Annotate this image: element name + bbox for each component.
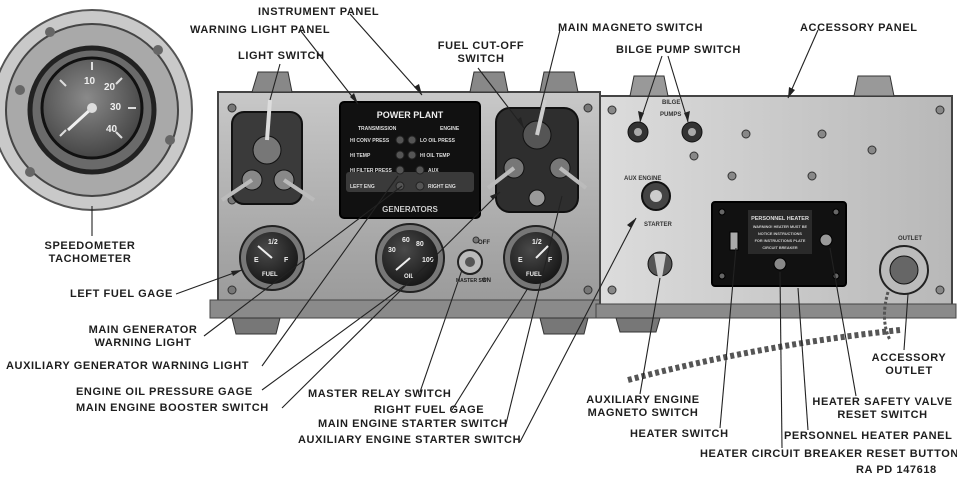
personnel-heater-panel: PERSONNEL HEATER WARNING! HEATER MUST BE…	[711, 201, 847, 287]
label-accessory-panel: ACCESSORY PANEL	[800, 22, 918, 34]
label-heater-safety-line-1: HEATER SAFETY VALVE	[812, 396, 953, 408]
label-fuel-cutoff-switch: FUEL CUT-OFF SWITCH	[436, 40, 526, 66]
label-fuel-cutoff-line-2: SWITCH	[457, 53, 505, 65]
outlet-text: OUTLET	[898, 236, 922, 242]
label-heater-switch: HEATER SWITCH	[630, 428, 729, 440]
speedo-scale-30: 30	[110, 102, 122, 113]
label-left-fuel-gage: LEFT FUEL GAGE	[70, 288, 173, 300]
label-fuel-cutoff-line-1: FUEL CUT-OFF	[437, 40, 525, 52]
label-accessory-outlet: ACCESSORY OUTLET	[866, 352, 952, 378]
label-accessory-outlet-line-2: OUTLET	[885, 365, 933, 377]
right-fuel-f: F	[548, 257, 553, 264]
right-fuel-half: 1/2	[532, 239, 542, 246]
heater-panel-line-3: FOR INSTRUCTIONS PLATE	[755, 239, 806, 243]
label-main-generator-warning-light: MAIN GENERATOR WARNING LIGHT	[82, 324, 204, 350]
right-fuel-unit: FUEL	[526, 272, 542, 278]
leader-lines	[91, 13, 909, 449]
master-relay-master: MASTER SW	[456, 278, 487, 284]
light-switch-assembly	[220, 99, 316, 205]
label-bilge-pump-switch: BILGE PUMP SWITCH	[616, 44, 741, 56]
right-fuel-e: E	[518, 257, 523, 264]
label-main-engine-booster-switch: MAIN ENGINE BOOSTER SWITCH	[76, 402, 269, 414]
magneto-switch-assembly	[486, 99, 588, 213]
label-speedometer-line-1: SPEEDOMETER	[44, 240, 136, 252]
oil-scale-60: 60	[402, 237, 410, 244]
label-speedometer-tachometer: SPEEDOMETER TACHOMETER	[30, 240, 150, 266]
oil-scale-30: 30	[388, 247, 396, 254]
speedo-scale-20: 20	[104, 82, 116, 93]
speedo-scale-40: 40	[106, 124, 118, 135]
label-light-switch: LIGHT SWITCH	[238, 50, 325, 62]
left-fuel-e: E	[254, 257, 259, 264]
speedo-scale-10: 10	[84, 76, 96, 87]
label-master-relay-switch: MASTER RELAY SWITCH	[308, 388, 452, 400]
label-heater-circuit-breaker-reset-button: HEATER CIRCUIT BREAKER RESET BUTTON	[700, 448, 957, 460]
warning-row-4-right: RIGHT ENG	[428, 184, 456, 190]
engine-oil-pressure-gage-dial: 30 60 80 100 OIL	[375, 223, 445, 293]
warning-row-1-right: LO OIL PRESS	[420, 138, 456, 144]
label-main-engine-starter-switch: MAIN ENGINE STARTER SWITCH	[318, 418, 508, 430]
heater-panel-line-2: NOTICE INSTRUCTIONS	[758, 232, 802, 236]
accessory-outlet-fixture	[879, 245, 929, 341]
left-fuel-gage: E 1/2 F FUEL	[239, 225, 305, 291]
label-warning-light-panel: WARNING LIGHT PANEL	[190, 24, 331, 36]
label-personnel-heater-panel: PERSONNEL HEATER PANEL	[784, 430, 953, 442]
starter-text: STARTER	[644, 222, 673, 228]
label-main-generator-line-1: MAIN GENERATOR	[88, 324, 198, 336]
label-main-magneto-switch: MAIN MAGNETO SWITCH	[558, 22, 704, 34]
bilge-text: BILGE	[662, 100, 680, 106]
warning-panel-footer: GENERATORS	[382, 205, 438, 214]
label-instrument-panel: INSTRUMENT PANEL	[258, 6, 380, 18]
master-relay-on: ON	[482, 278, 491, 284]
master-relay-off: OFF	[478, 240, 490, 246]
label-auxiliary-generator-warning-light: AUXILIARY GENERATOR WARNING LIGHT	[6, 360, 250, 372]
warning-row-2-right: HI OIL TEMP	[420, 153, 451, 159]
right-fuel-gage-dial: E 1/2 F FUEL	[503, 225, 569, 291]
heater-panel-title: PERSONNEL HEATER	[751, 216, 809, 222]
label-accessory-outlet-line-1: ACCESSORY	[871, 352, 947, 364]
label-heater-safety-valve-reset-switch: HEATER SAFETY VALVE RESET SWITCH	[810, 396, 955, 422]
label-right-fuel-gage: RIGHT FUEL GAGE	[374, 404, 485, 416]
aux-engine-magneto-switch-knob	[641, 181, 673, 278]
left-fuel-unit: FUEL	[262, 272, 278, 278]
pumps-text: PUMPS	[660, 112, 681, 118]
braided-cable	[627, 327, 901, 383]
warning-panel-title: POWER PLANT	[377, 110, 444, 120]
warning-row-1-left: HI CONV PRESS	[350, 138, 390, 144]
reference-number: RA PD 147618	[856, 464, 937, 476]
speedometer-tachometer-gauge: 10 20 30 40	[0, 9, 193, 211]
aux-engine-text: AUX ENGINE	[624, 176, 661, 182]
left-fuel-f: F	[284, 257, 289, 264]
master-relay-switch-knob: OFF ON MASTER SW	[456, 240, 491, 284]
label-main-generator-line-2: WARNING LIGHT	[94, 337, 192, 349]
heater-panel-line-4: CIRCUIT BREAKER	[762, 246, 797, 250]
label-auxiliary-engine-starter-switch: AUXILIARY ENGINE STARTER SWITCH	[298, 434, 522, 446]
bilge-pump-switches	[627, 121, 703, 143]
label-aux-magneto-line-2: MAGNETO SWITCH	[587, 407, 699, 419]
warning-panel-col-left: TRANSMISSION	[358, 126, 397, 132]
oil-scale-80: 80	[416, 241, 424, 248]
label-auxiliary-engine-magneto-switch: AUXILIARY ENGINE MAGNETO SWITCH	[582, 394, 704, 420]
leader-arrowheads	[231, 84, 795, 276]
warning-panel-col-right: ENGINE	[440, 126, 460, 132]
label-heater-safety-line-2: RESET SWITCH	[837, 409, 928, 421]
oil-scale-100: 100	[422, 257, 434, 264]
warning-row-3-left: HI FILTER PRESS	[350, 168, 393, 174]
oil-gage-unit: OIL	[404, 274, 414, 280]
warning-row-2-left: HI TEMP	[350, 153, 371, 159]
warning-row-4-left: LEFT ENG	[350, 184, 375, 190]
label-speedometer-line-2: TACHOMETER	[48, 253, 132, 265]
left-fuel-half: 1/2	[268, 239, 278, 246]
label-aux-magneto-line-1: AUXILIARY ENGINE	[586, 394, 700, 406]
warning-row-3-right: AUX	[428, 168, 439, 174]
warning-light-panel: POWER PLANT TRANSMISSION ENGINE HI CONV …	[339, 101, 481, 219]
heater-panel-line-1: WARNING! HEATER MUST BE	[753, 225, 808, 229]
label-engine-oil-pressure-gage: ENGINE OIL PRESSURE GAGE	[76, 386, 253, 398]
